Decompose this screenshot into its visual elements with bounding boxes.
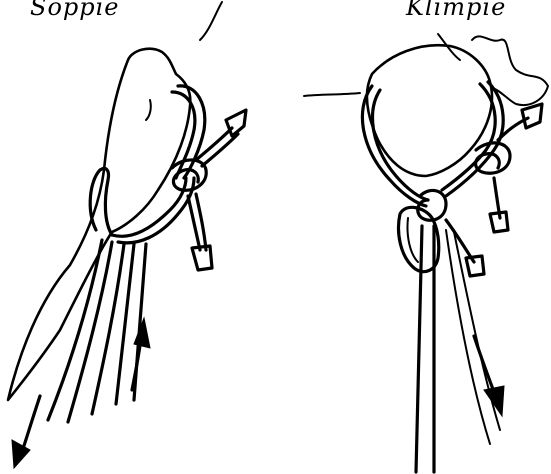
left-rock [8,49,190,400]
left-strand-4 [116,244,134,404]
left-knot [172,160,206,190]
left-tail-end-upper [226,110,246,136]
left-arrow-up-head [134,318,150,348]
right-knot-tail-end [466,256,484,276]
right-tail-end-upper [522,104,542,128]
left-tail-end-lower [192,246,212,270]
right-ground-line [304,93,360,96]
right-strand-1 [416,226,422,472]
left-panel [8,2,246,468]
right-rock [367,45,492,176]
right-arrow-shaft [474,336,494,392]
left-rock-crack [200,2,222,40]
right-panel [304,34,548,472]
right-carabiner-gate [407,218,418,262]
left-arrow-down-head [12,440,30,468]
